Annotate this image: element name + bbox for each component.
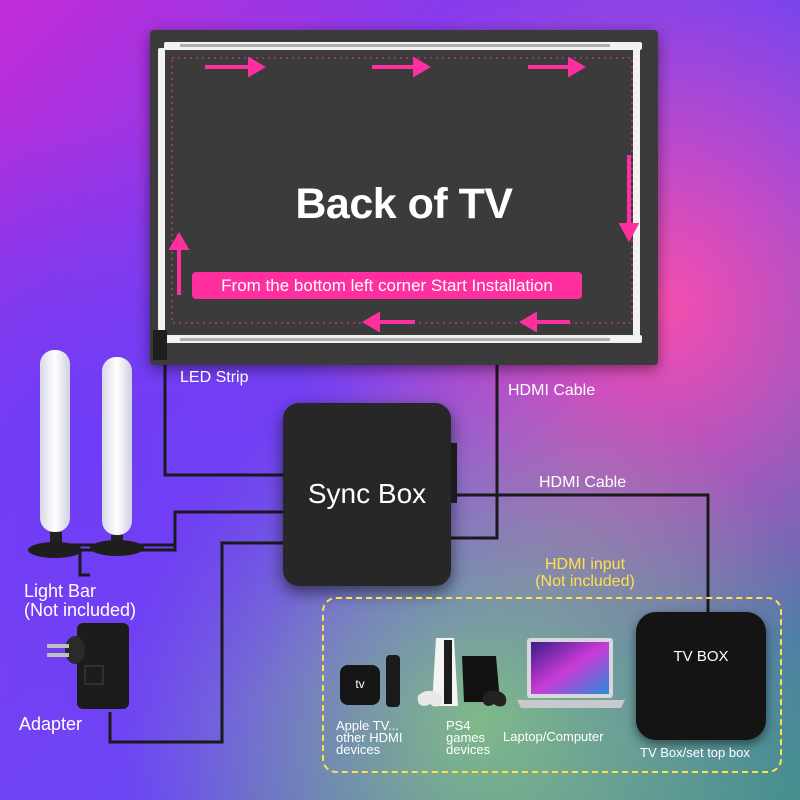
hdmi-cable-label-1: HDMI Cable	[508, 382, 596, 399]
ps4-caption-line2: games	[446, 730, 486, 745]
adapter-cable	[108, 541, 285, 744]
light-bar-icon	[28, 350, 144, 558]
laptop-caption: Laptop/Computer	[503, 729, 604, 744]
tv-box-title: TV BOX	[673, 648, 729, 665]
game-console-icon	[417, 638, 507, 707]
apple-tv-caption-line3: devices	[336, 742, 381, 757]
hdmi-input-group-box	[322, 597, 782, 773]
sync-box: Sync Box	[283, 403, 457, 586]
hdmi-cable-tv-out	[450, 365, 499, 540]
led-strip-cable	[163, 340, 285, 477]
apple-tv-caption-line1: Apple TV...	[336, 718, 399, 733]
hdmi-cable-tvbox	[450, 493, 710, 612]
power-adapter-icon	[47, 623, 129, 709]
tv-back-panel: Back of TV From the bottom left corner S…	[150, 30, 658, 365]
hdmi-input-label-line2: (Not included)	[535, 573, 635, 590]
light-bar-label: Light Bar (Not included)	[24, 582, 136, 620]
led-strip-path	[153, 42, 642, 360]
sync-box-ports	[451, 443, 457, 503]
adapter-label: Adapter	[19, 714, 83, 734]
apple-tv-remote-icon	[386, 655, 400, 707]
sync-box-title: Sync Box	[307, 478, 427, 509]
tv-title: Back of TV	[295, 180, 513, 228]
hdmi-input-label: HDMI input (Not included)	[520, 556, 650, 590]
ps4-caption-line3: devices	[446, 742, 491, 757]
led-strip-label: LED Strip	[180, 369, 249, 386]
start-installation-note: From the bottom left corner Start Instal…	[192, 272, 582, 299]
apple-tv-caption-line2: other HDMI	[336, 730, 403, 745]
light-bar-label-line1: Light Bar	[24, 581, 97, 601]
laptop-icon	[517, 638, 625, 708]
apple-tv-box: tv	[340, 665, 380, 705]
apple-tv-caption: Apple TV... other HDMI devices	[336, 718, 403, 757]
hdmi-cable-label-2: HDMI Cable	[539, 474, 627, 491]
tv-box-caption: TV Box/set top box	[640, 745, 750, 760]
ps4-caption-line1: PS4	[446, 718, 471, 733]
ps4-caption: PS4 games devices	[446, 718, 491, 757]
apple-tv-logo: tv	[355, 677, 365, 691]
hdmi-input-label-line1: HDMI input	[544, 556, 626, 573]
tv-box: TV BOX	[636, 612, 766, 740]
light-bar-label-line2: (Not included)	[24, 600, 137, 620]
